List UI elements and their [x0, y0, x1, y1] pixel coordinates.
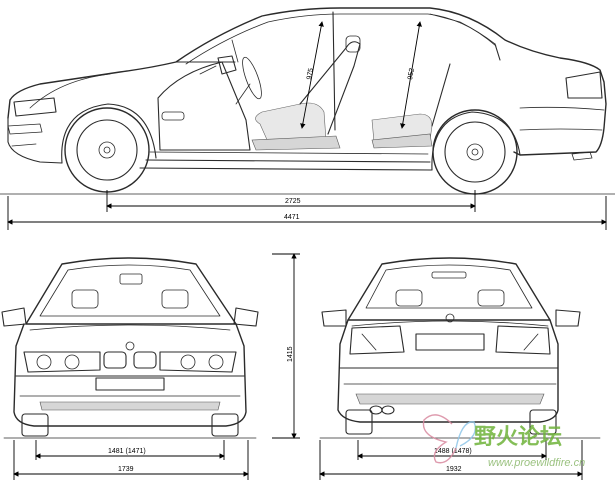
rear-headroom-label: 952: [407, 68, 416, 81]
side-dimensions: 2725 4471: [7, 190, 607, 230]
front-view: [1, 257, 259, 439]
rear-wheel: [432, 109, 518, 195]
watermark: 野火论坛 www.proewildfire.cn: [422, 414, 585, 469]
height-label: 1415: [287, 346, 294, 362]
front-dimensions: 1481 (1471) 1739 1415: [13, 253, 300, 480]
watermark-butterfly-icon: [422, 414, 477, 464]
front-width-label: 1739: [118, 466, 134, 473]
rear-width-label: 1932: [446, 466, 462, 473]
rear-view: [319, 257, 601, 439]
rear-track-label: 1488 (1478): [434, 448, 472, 455]
overall-length-label: 4471: [284, 214, 300, 221]
front-track-label: 1481 (1471): [108, 448, 146, 455]
watermark-url: www.proewildfire.cn: [488, 457, 585, 469]
front-headroom-label: 975: [306, 68, 315, 81]
watermark-title: 野火论坛: [474, 424, 562, 450]
side-view: 975 952: [0, 7, 615, 195]
wheelbase-label: 2725: [285, 198, 301, 205]
front-wheel: [64, 107, 150, 193]
